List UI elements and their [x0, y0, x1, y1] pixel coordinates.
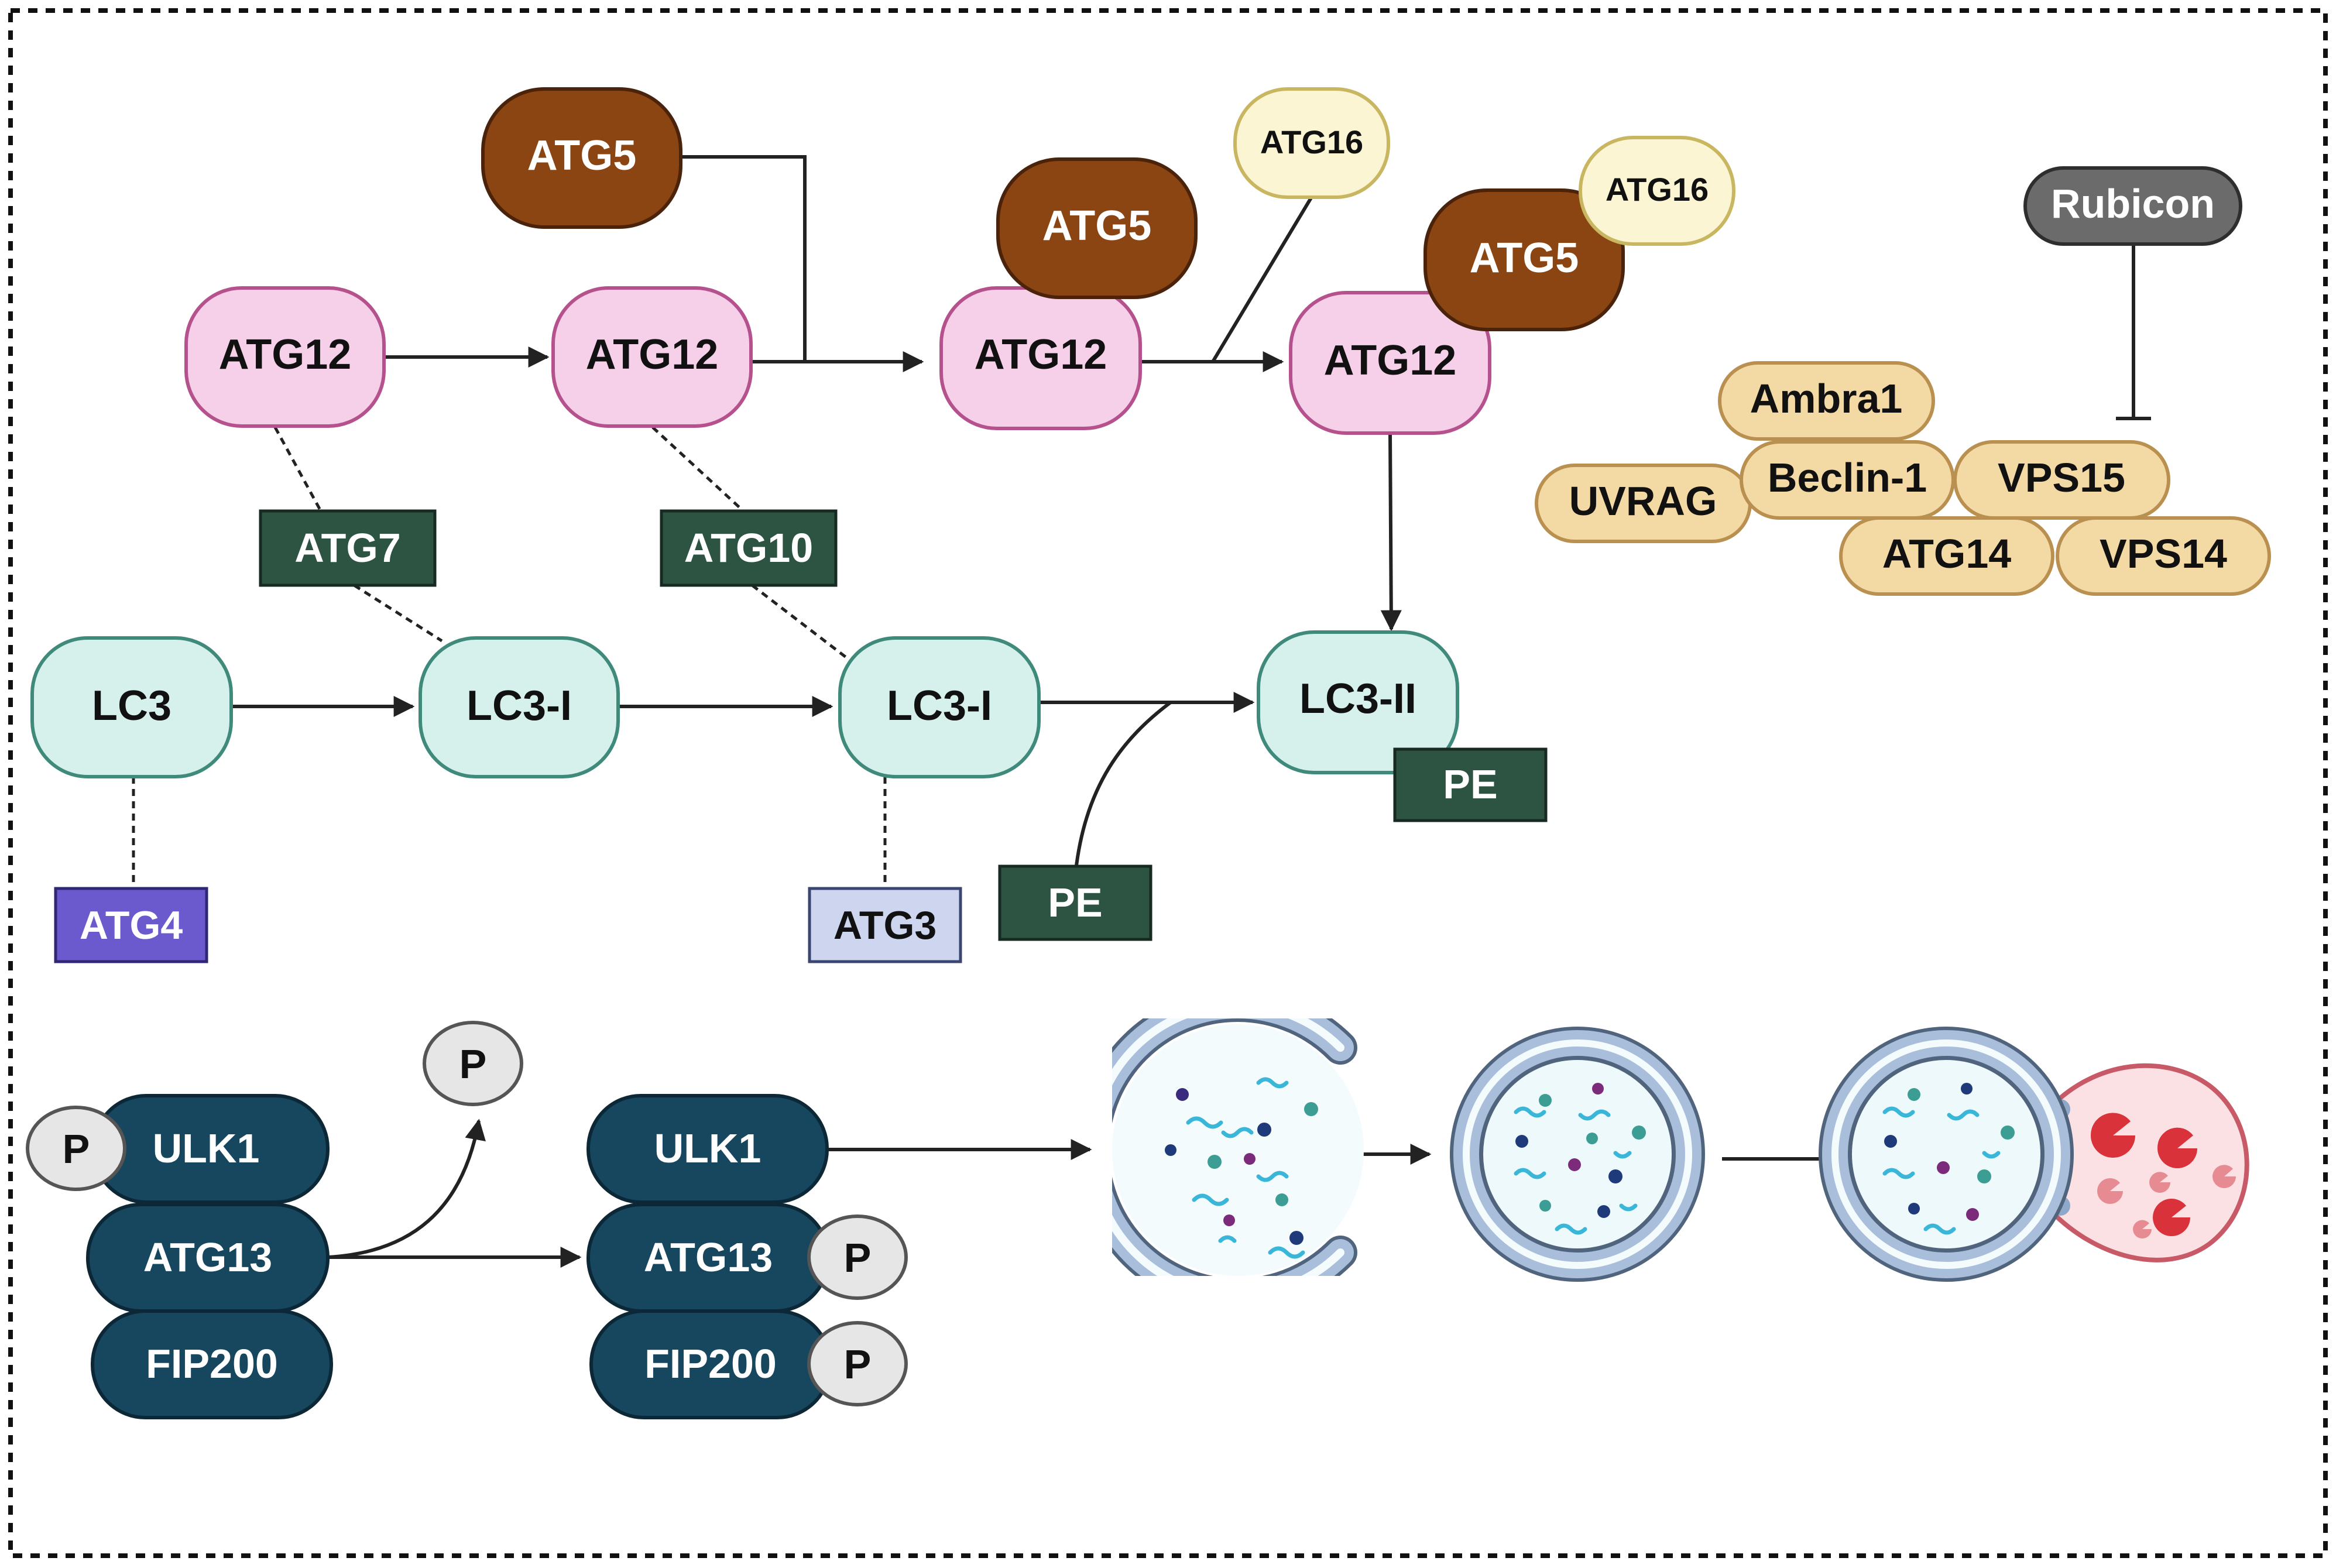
lc3-pathway-connectors: [231, 692, 1255, 871]
atg14-label: ATG14: [1882, 531, 2011, 577]
beclin1-node: Beclin-1: [1740, 440, 1955, 520]
atg12-node-2: ATG12: [551, 286, 753, 428]
atg12-label-4: ATG12: [1324, 337, 1457, 384]
lc3-node: LC3: [30, 636, 233, 778]
autophagosome-icon: [1450, 1027, 1705, 1282]
cargo-strands-1: [1186, 1077, 1305, 1259]
atg7-box: ATG7: [259, 509, 437, 587]
hydrolase-icons: [2090, 1113, 2236, 1238]
cargo-particles-2: [1515, 1083, 1646, 1218]
atg12-label-2: ATG12: [586, 331, 719, 378]
atg3-label: ATG3: [833, 903, 937, 948]
ulk1-label-2: ULK1: [654, 1126, 761, 1171]
atg5-label-complex2: ATG5: [1470, 235, 1579, 282]
fip200-node-1: FIP200: [91, 1309, 333, 1419]
cargo-strands-3: [1882, 1106, 2001, 1235]
lc3-label: LC3: [92, 682, 171, 729]
atg5-node-complex1: ATG5: [996, 157, 1198, 299]
phosphate-fip200: P: [807, 1321, 908, 1406]
atg12-label-3: ATG12: [975, 331, 1107, 378]
pe-free-label: PE: [1048, 880, 1102, 925]
atg13-label-1: ATG13: [143, 1234, 272, 1280]
phosphate-ulk1: P: [26, 1106, 126, 1191]
phosphate-atg13-label: P: [844, 1235, 872, 1281]
phosphate-released: P: [423, 1021, 523, 1106]
phosphate-released-label: P: [459, 1041, 487, 1087]
cargo-particles-3: [1884, 1083, 2015, 1221]
rubicon-node: Rubicon: [2023, 166, 2242, 246]
atg7-label: ATG7: [294, 525, 401, 571]
atg5-node-complex2: ATG5: [1423, 188, 1625, 331]
pe-bound-box: PE: [1393, 747, 1548, 822]
vps15-node: VPS15: [1953, 440, 2170, 520]
fip200-node-2: FIP200: [589, 1309, 832, 1419]
lysosome-body: [2046, 1063, 2249, 1262]
pe-bound-label: PE: [1443, 761, 1497, 807]
atg14-node: ATG14: [1839, 516, 2054, 596]
atg16-label-2: ATG16: [1606, 171, 1709, 208]
atg10-box: ATG10: [660, 509, 838, 587]
atg12-pathway-connectors: [383, 155, 2151, 632]
atg12-node-4: ATG12: [1289, 291, 1491, 435]
atg5-label-complex1: ATG5: [1042, 203, 1152, 249]
atg16-node-2: ATG16: [1579, 136, 1735, 246]
atg13-label-2: ATG13: [644, 1234, 773, 1280]
cargo-particles-1: [1165, 1088, 1318, 1245]
lc3-ii-node: LC3-II: [1257, 630, 1459, 774]
uvrag-label: UVRAG: [1569, 478, 1717, 524]
lc3-i-label-1: LC3-I: [466, 682, 572, 729]
atg12-node-1: ATG12: [184, 286, 386, 428]
vps14-node: VPS14: [2056, 516, 2271, 596]
beclin1-label: Beclin-1: [1768, 455, 1927, 500]
phagophore-icon: [1112, 1018, 1364, 1276]
atg12-label-1: ATG12: [219, 331, 352, 378]
dashed-enzyme-links: [132, 426, 887, 888]
lc3-i-node-2: LC3-I: [838, 636, 1041, 778]
phosphate-atg13: P: [807, 1214, 908, 1300]
fip200-label-2: FIP200: [644, 1341, 777, 1387]
ambra1-label: Ambra1: [1750, 376, 1903, 421]
lc3-i-node-1: LC3-I: [419, 636, 620, 778]
atg5-label-top: ATG5: [527, 132, 637, 179]
atg4-label: ATG4: [80, 903, 183, 948]
uvrag-node: UVRAG: [1535, 464, 1752, 543]
rubicon-label: Rubicon: [2051, 181, 2215, 227]
atg5-node-top: ATG5: [481, 87, 682, 229]
lc3-ii-label: LC3-II: [1299, 675, 1416, 722]
vps15-label: VPS15: [1998, 455, 2125, 500]
atg13-node-1: ATG13: [86, 1203, 330, 1313]
lc3-i-label-2: LC3-I: [887, 682, 992, 729]
ulk1-node-2: ULK1: [586, 1094, 829, 1204]
atg12-node-3: ATG12: [939, 286, 1142, 430]
atg16-node-1: ATG16: [1233, 87, 1390, 199]
vps14-label: VPS14: [2100, 531, 2227, 577]
atg13-node-2: ATG13: [586, 1203, 830, 1313]
cargo-strands-2: [1514, 1106, 1638, 1235]
ulk1-label-1: ULK1: [153, 1126, 260, 1171]
ambra1-node: Ambra1: [1718, 361, 1935, 441]
phosphate-fip200-label: P: [844, 1341, 872, 1387]
pe-free-box: PE: [998, 864, 1152, 941]
autolysosome-icon: [1819, 1027, 2249, 1282]
atg10-label: ATG10: [684, 525, 813, 571]
atg4-box: ATG4: [54, 887, 208, 963]
fip200-label-1: FIP200: [146, 1341, 278, 1387]
atg3-box: ATG3: [808, 887, 962, 963]
atg16-label-1: ATG16: [1260, 123, 1363, 160]
phosphate-ulk1-label: P: [63, 1126, 90, 1172]
ulk1-node-1: ULK1: [92, 1094, 330, 1204]
